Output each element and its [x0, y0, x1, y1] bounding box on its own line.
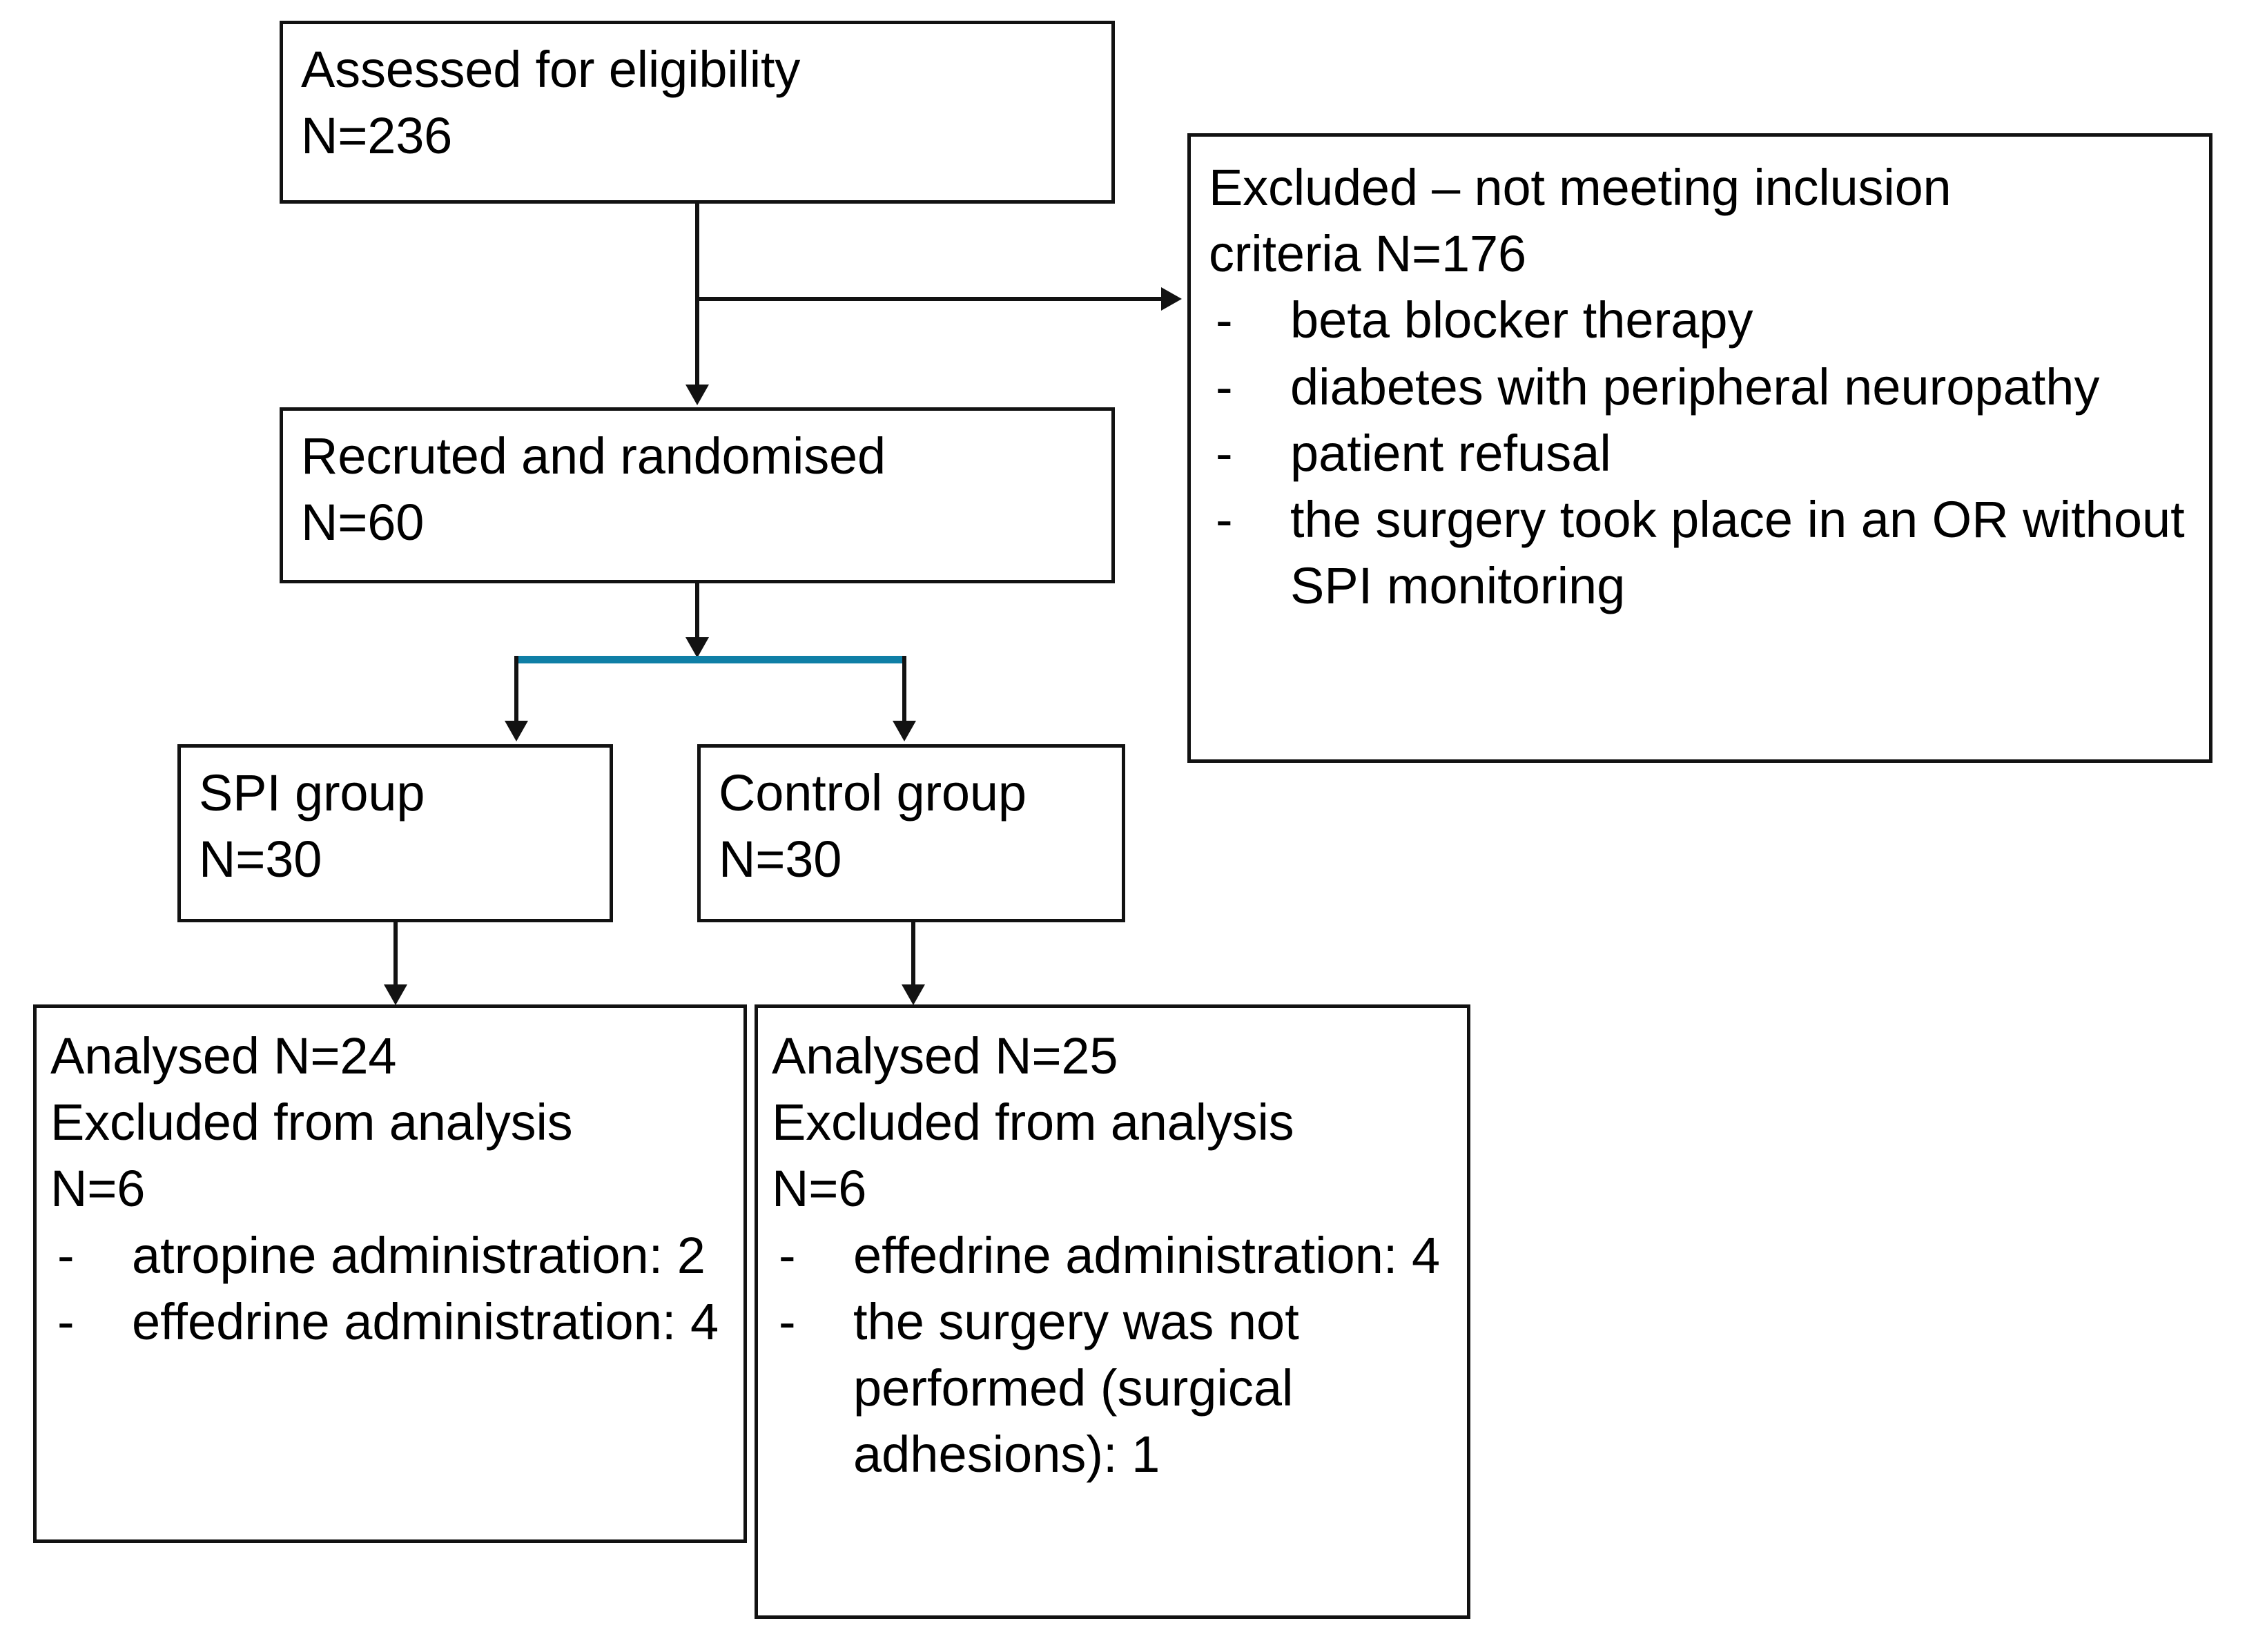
- list-item: - effedrine administration: 4: [772, 1223, 1453, 1289]
- connector-control-to-analysed: [911, 922, 915, 984]
- analysed-control-count: Analysed N=25: [772, 1027, 1118, 1085]
- bullet-dash-icon: -: [1216, 424, 1233, 482]
- randomised-count: N=60: [301, 494, 425, 552]
- spi-group-count: N=30: [199, 830, 322, 888]
- bullet-dash-icon: -: [1216, 291, 1233, 349]
- analysed-control-reason-list: - effedrine administration: 4 - the surg…: [772, 1223, 1453, 1488]
- node-analysed-spi: Analysed N=24 Excluded from analysis N=6…: [33, 1004, 747, 1543]
- analysed-control-excluded-label: Excluded from analysis: [772, 1094, 1294, 1151]
- control-group-count: N=30: [719, 830, 842, 888]
- list-item-label: patient refusal: [1290, 424, 1611, 482]
- arrowhead-randomised-to-split: [685, 637, 709, 658]
- node-spi-group: SPI group N=30: [177, 744, 613, 922]
- node-control-group: Control group N=30: [697, 744, 1125, 922]
- control-group-title: Control group: [719, 764, 1027, 822]
- arrowhead-spi-to-analysed: [384, 984, 407, 1005]
- connector-split-to-spi-group: [514, 656, 518, 721]
- split-connector-bar: [514, 656, 906, 663]
- connector-spi-to-analysed: [393, 922, 398, 984]
- list-item: - beta blocker therapy: [1209, 287, 2191, 353]
- list-item: - atropine administration: 2: [50, 1223, 730, 1289]
- list-item: - the surgery took place in an OR withou…: [1209, 487, 2191, 619]
- bullet-dash-icon: -: [57, 1226, 75, 1284]
- analysed-spi-count: Analysed N=24: [50, 1027, 397, 1085]
- spi-group-title: SPI group: [199, 764, 425, 822]
- arrowhead-control-to-analysed: [902, 984, 925, 1005]
- node-assessed-for-eligibility: Assessed for eligibility N=236: [280, 21, 1115, 204]
- excluded-line-1: Excluded – not meeting inclusion: [1209, 159, 1952, 216]
- analysed-spi-reason-list: - atropine administration: 2 - effedrine…: [50, 1223, 730, 1355]
- list-item: - effedrine administration: 4: [50, 1289, 730, 1355]
- analysed-spi-excluded-label: Excluded from analysis: [50, 1094, 573, 1151]
- connector-randomised-to-split: [695, 583, 699, 637]
- analysed-spi-excluded-count: N=6: [50, 1160, 146, 1218]
- assessed-title: Assessed for eligibility: [301, 41, 801, 98]
- list-item: - the surgery was not performed (surgica…: [772, 1289, 1453, 1488]
- connector-split-to-control-group: [902, 656, 906, 721]
- arrowhead-to-excluded: [1161, 287, 1182, 311]
- randomised-title: Recruted and randomised: [301, 427, 886, 485]
- bullet-dash-icon: -: [57, 1292, 75, 1350]
- analysed-control-excluded-count: N=6: [772, 1160, 867, 1218]
- assessed-count: N=236: [301, 107, 453, 165]
- list-item: - diabetes with peripheral neuropathy: [1209, 354, 2191, 420]
- excluded-reason-list: - beta blocker therapy - diabetes with p…: [1209, 287, 2191, 619]
- list-item-label: diabetes with peripheral neuropathy: [1290, 358, 2100, 416]
- node-excluded-not-meeting-criteria: Excluded – not meeting inclusion criteri…: [1187, 133, 2212, 763]
- node-analysed-control: Analysed N=25 Excluded from analysis N=6…: [755, 1004, 1470, 1619]
- list-item: - patient refusal: [1209, 420, 2191, 487]
- list-item-label: effedrine administration: 4: [853, 1226, 1441, 1284]
- list-item-label: atropine administration: 2: [132, 1226, 706, 1284]
- arrowhead-split-to-spi-group: [505, 721, 528, 741]
- arrowhead-assessed-to-randomised: [685, 385, 709, 405]
- bullet-dash-icon: -: [779, 1292, 796, 1350]
- list-item-label: beta blocker therapy: [1290, 291, 1753, 349]
- node-recruited-and-randomised: Recruted and randomised N=60: [280, 407, 1115, 583]
- list-item-label: the surgery took place in an OR without …: [1290, 490, 2185, 615]
- bullet-dash-icon: -: [1216, 358, 1233, 416]
- bullet-dash-icon: -: [779, 1226, 796, 1284]
- list-item-label: effedrine administration: 4: [132, 1292, 719, 1350]
- bullet-dash-icon: -: [1216, 490, 1233, 548]
- connector-assessed-to-randomised: [695, 204, 699, 385]
- excluded-line-2: criteria N=176: [1209, 225, 1526, 283]
- connector-to-excluded: [695, 297, 1161, 301]
- arrowhead-split-to-control-group: [893, 721, 916, 741]
- list-item-label: the surgery was not performed (surgical …: [853, 1292, 1299, 1484]
